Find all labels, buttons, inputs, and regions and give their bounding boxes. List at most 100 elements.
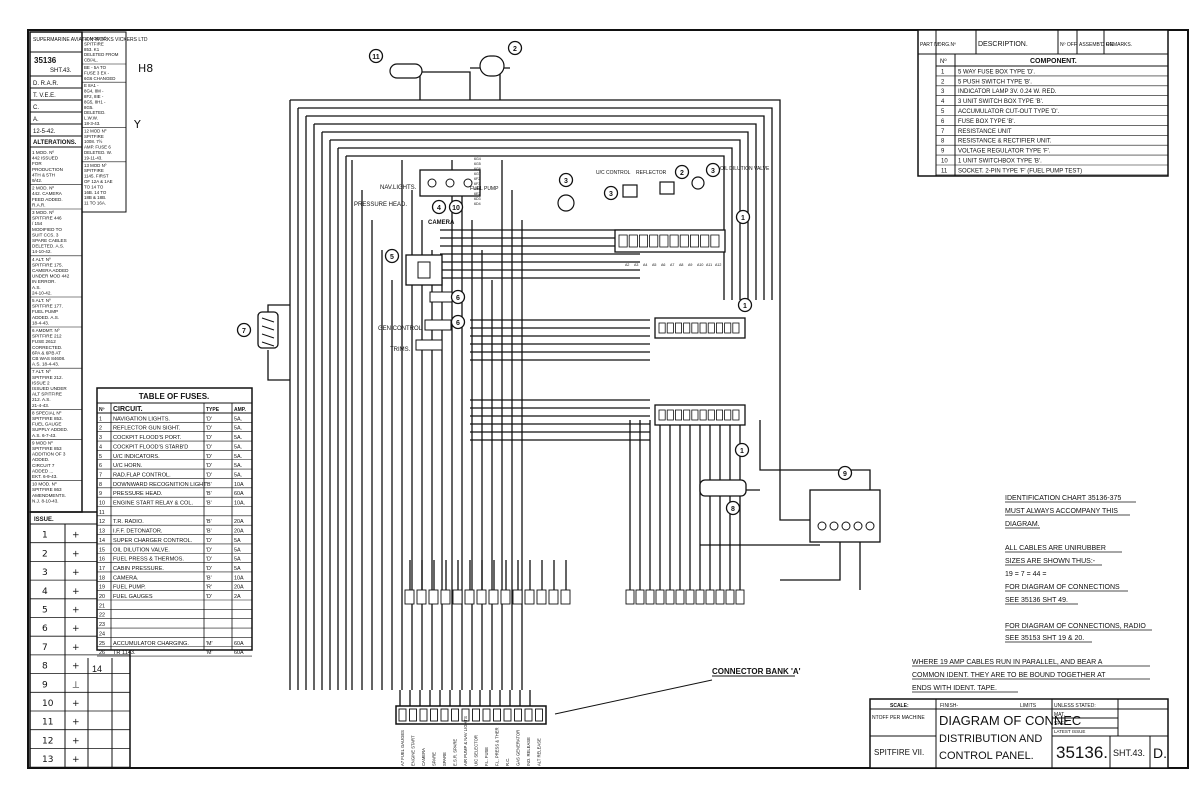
- terminal: [536, 589, 547, 605]
- fuse-table-cell: OIL DILUTION VALVE.: [113, 547, 170, 553]
- fuse-table-cell: 10A: [234, 482, 244, 488]
- sheet-number: SHT.43.: [1113, 748, 1145, 758]
- alterations-label: ALTERATIONS.: [33, 140, 77, 146]
- alteration-line: / 154: [32, 221, 43, 226]
- terminal: [635, 589, 645, 605]
- title-line-3: CONTROL PANEL.: [939, 750, 1034, 762]
- fuse-table-cell: 'D': [206, 426, 212, 432]
- connector-label: U/C SELECTOR: [474, 735, 479, 766]
- wire: [400, 71, 471, 100]
- alteration-line: SPITFIRE 853: [32, 446, 62, 451]
- component-marker-number: 3: [564, 178, 568, 185]
- alteration-line: A.S.: [32, 285, 41, 290]
- fuse-table-cell: 10A: [234, 575, 244, 581]
- terminal: [705, 589, 715, 605]
- alteration-line: 1 MOD. Nº: [32, 150, 54, 155]
- issue-number: 9: [42, 680, 48, 690]
- component-marker-number: 3: [609, 191, 613, 198]
- alteration-line: ADDITION OF 3: [32, 452, 66, 457]
- fuse-table-cell: COCKPIT FLOOD'S STARB'D: [113, 444, 188, 450]
- issue-number: 8: [42, 662, 48, 672]
- component-marker: [705, 162, 721, 178]
- alteration-line: PRODUCTION: [32, 167, 63, 172]
- connector-label: E.S.R. SPARE: [453, 739, 458, 766]
- scale-label: SCALE:: [890, 703, 909, 709]
- wire-ident: 6D3: [474, 197, 481, 201]
- connector-pin: [503, 708, 512, 722]
- alteration-line: 8G4, 8M -: [84, 89, 104, 94]
- alteration-line: ALT SPITFIRE: [32, 392, 62, 397]
- terminal: [476, 589, 487, 605]
- alteration-line: 8 SPECIAL Nº: [32, 410, 62, 415]
- note-ident-3: DIAGRAM.: [1005, 521, 1040, 528]
- wire: [314, 123, 757, 300]
- wire-ident: A12: [715, 263, 721, 267]
- parts-row-component: 5 PUSH SWITCH TYPE 'B'.: [958, 79, 1032, 85]
- issue-number: 11: [42, 718, 53, 728]
- nav-lights-label: NAV.LIGHTS.: [380, 185, 417, 191]
- fuse-table-title: TABLE OF FUSES.: [139, 392, 210, 401]
- fuse-table-cell: 5A: [234, 566, 241, 572]
- parts-subheader: COMPONENT.: [1030, 58, 1077, 65]
- notes: IDENTIFICATION CHART 35136-375 MUST ALWA…: [912, 495, 1152, 693]
- issue-mark: +: [72, 699, 80, 709]
- fuse-table-cell: 2: [99, 426, 102, 432]
- note-cables-1: ALL CABLES ARE UNIRUBBER: [1005, 545, 1106, 552]
- fuse-table-cell: DOWNWARD RECOGNITION LIGHT: [113, 482, 207, 488]
- alteration-line: E 8A1 -: [84, 83, 99, 88]
- wire: [322, 131, 749, 300]
- title-block: SCALE: NTOFF PER MACHINE FINISH- LIMITS …: [869, 698, 1169, 769]
- checked-by: C.: [33, 105, 39, 111]
- parts-row-component: 5 WAY FUSE BOX TYPE 'D'.: [958, 69, 1035, 75]
- fuse-table-cell: 25: [99, 641, 105, 647]
- fuse-table-cell: 2A: [234, 594, 241, 600]
- issue-mark: +: [72, 718, 80, 728]
- terminal: [500, 589, 511, 605]
- fuse-table-cell: 19: [99, 585, 105, 591]
- wire-ident: 6F3: [474, 182, 480, 186]
- gen-control-label: GEN.CONTROL: [378, 326, 423, 332]
- fuse-table-cell: SUPER CHARGER CONTROL.: [113, 538, 193, 544]
- issue-mark: +: [72, 755, 80, 765]
- alteration-line: ADDED.: [32, 457, 49, 462]
- fuse-table-cell: 18: [99, 575, 105, 581]
- fuse-table-cell: 1: [99, 416, 102, 422]
- fuse-table-cell: 20A: [234, 529, 244, 535]
- issue-mark: +: [72, 606, 80, 616]
- alteration-line: 2 MOD. Nº: [32, 186, 54, 191]
- fuse-table-cell: 60A: [234, 491, 244, 497]
- wire: [330, 139, 741, 300]
- fuse-table-cell: 'D': [206, 416, 212, 422]
- fuse-table-cell: 'D': [206, 435, 212, 441]
- fuse-table-cell: PRESSURE HEAD.: [113, 491, 163, 497]
- camera-label: CAMERA: [428, 220, 455, 226]
- fuse-table-cell: 4: [99, 444, 102, 450]
- fuse-table-cell: 21: [99, 603, 105, 609]
- fuse-table-cell: 5A.: [234, 454, 242, 460]
- connector-pin: [524, 708, 533, 722]
- issue-mark: ⊥: [72, 680, 80, 690]
- fuse-table-header: TYPE: [206, 407, 220, 413]
- connector-pin: [482, 708, 491, 722]
- unless-label: UNLESS STATED:: [1054, 703, 1096, 709]
- alteration-line: FUEL PUMP: [32, 309, 58, 314]
- fuse-table-cell: 'D': [206, 444, 212, 450]
- terminal: [725, 589, 735, 605]
- fuse-table-cell: 'D': [206, 566, 212, 572]
- aircraft-type: SPITFIRE VII.: [874, 748, 924, 757]
- issue-number: 3: [42, 568, 48, 578]
- fuse-table-cell: 6: [99, 463, 102, 469]
- alteration-line: SPITFIRE 863: [32, 487, 62, 492]
- alteration-line: SUPPLY ADDED.: [32, 427, 68, 432]
- wire-ident: A5: [652, 263, 656, 267]
- fuse-table-cell: 'D': [206, 472, 212, 478]
- alteration-line: CIRCUIT 7: [32, 463, 55, 468]
- connector-label: CAMERA: [421, 748, 426, 766]
- alteration-line: 3 MOD. Nº: [32, 210, 54, 215]
- component-marker-number: 8: [731, 506, 735, 513]
- issue-number: 2: [42, 549, 48, 559]
- note-parallel-1: WHERE 19 AMP CABLES RUN IN PARALLEL, AND…: [912, 659, 1103, 666]
- connector-pin: [409, 708, 417, 722]
